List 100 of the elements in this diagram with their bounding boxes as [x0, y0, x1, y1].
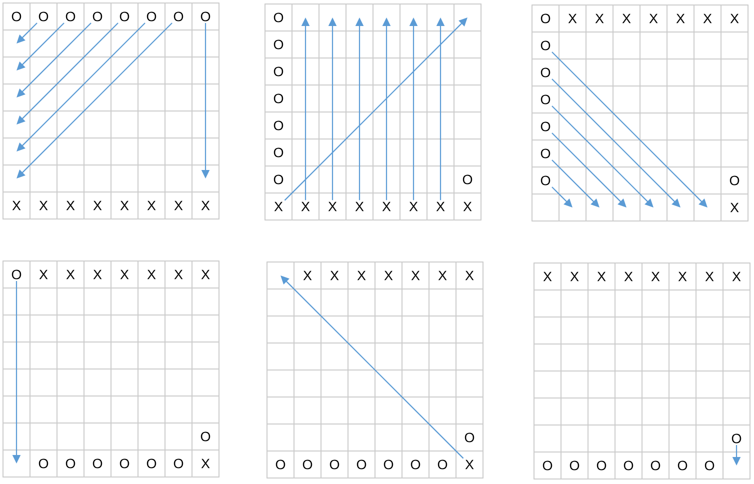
- letter: X: [174, 200, 183, 210]
- letter: O: [704, 460, 714, 470]
- letter: O: [174, 12, 184, 22]
- letter: O: [540, 40, 550, 50]
- arrow: [552, 186, 572, 208]
- arrow: [280, 276, 464, 459]
- letter: O: [274, 66, 284, 76]
- letter: O: [650, 460, 660, 470]
- letter: X: [649, 14, 658, 24]
- letter: X: [303, 270, 312, 280]
- grid-cell: [2, 56, 30, 84]
- letter: X: [201, 200, 210, 210]
- letter: O: [730, 176, 740, 186]
- grid: [264, 4, 482, 220]
- letter: O: [410, 460, 420, 470]
- letter: O: [274, 120, 284, 130]
- grid-cell: [2, 450, 30, 478]
- letter: X: [93, 270, 102, 280]
- letter: O: [38, 12, 48, 22]
- grid-cell: [426, 4, 454, 32]
- letter: X: [382, 202, 391, 212]
- letter: X: [147, 200, 156, 210]
- arrow: [16, 22, 118, 124]
- letter: O: [200, 12, 210, 22]
- letter: O: [596, 460, 606, 470]
- letter: O: [274, 148, 284, 158]
- grid-cell: [192, 164, 220, 192]
- arrow: [552, 160, 600, 208]
- grid-cell: [2, 138, 30, 166]
- letter: X: [201, 458, 210, 468]
- letter: X: [120, 200, 129, 210]
- letter: X: [597, 272, 606, 282]
- letter: O: [540, 68, 550, 78]
- letter: O: [624, 460, 634, 470]
- arrow: [16, 22, 64, 70]
- letter: X: [463, 202, 472, 212]
- letter: O: [302, 460, 312, 470]
- letter: X: [274, 202, 283, 212]
- letter: O: [274, 40, 284, 50]
- letter: X: [676, 14, 685, 24]
- letter: X: [301, 202, 310, 212]
- grid-cell: [558, 194, 586, 222]
- letter: X: [93, 200, 102, 210]
- letter: O: [66, 458, 76, 468]
- letter: X: [595, 14, 604, 24]
- letter: X: [201, 270, 210, 280]
- arrow: [552, 132, 626, 208]
- letter: O: [462, 174, 472, 184]
- letter: X: [409, 202, 418, 212]
- letter: X: [465, 460, 474, 470]
- letter: X: [384, 270, 393, 280]
- letter: O: [570, 460, 580, 470]
- letter: O: [38, 458, 48, 468]
- letter: X: [622, 14, 631, 24]
- letter: O: [540, 176, 550, 186]
- letter: O: [464, 432, 474, 442]
- letter: X: [411, 270, 420, 280]
- grid-cell: [2, 164, 30, 192]
- letter: X: [328, 202, 337, 212]
- grid-cell: [292, 4, 320, 32]
- letter: O: [120, 458, 130, 468]
- grid: [532, 4, 748, 222]
- grid-cell: [266, 262, 294, 290]
- letter: O: [12, 12, 22, 22]
- letter: O: [174, 458, 184, 468]
- letter: O: [276, 460, 286, 470]
- letter: O: [200, 432, 210, 442]
- grid-cell: [454, 4, 482, 32]
- grid-cell: [2, 84, 30, 112]
- letter: O: [146, 12, 156, 22]
- letter: X: [730, 14, 739, 24]
- arrow: [16, 22, 38, 44]
- letter: X: [436, 202, 445, 212]
- letter: O: [356, 460, 366, 470]
- letter: O: [12, 270, 22, 280]
- letter: O: [438, 460, 448, 470]
- arrow: [552, 52, 708, 208]
- letter: X: [543, 272, 552, 282]
- arrow: [16, 22, 92, 98]
- letter: O: [384, 460, 394, 470]
- letter: X: [703, 14, 712, 24]
- letter: X: [678, 272, 687, 282]
- letter: X: [66, 270, 75, 280]
- letter: O: [92, 12, 102, 22]
- letter: X: [12, 200, 21, 210]
- grid: [534, 262, 750, 480]
- letter: X: [568, 14, 577, 24]
- letter: O: [732, 434, 742, 444]
- letter: O: [120, 12, 130, 22]
- letter: O: [540, 122, 550, 132]
- letter: X: [438, 270, 447, 280]
- letter: O: [330, 460, 340, 470]
- letter: X: [39, 200, 48, 210]
- letter: O: [274, 12, 284, 22]
- grid-cell: [318, 4, 346, 32]
- grid-cell: [586, 194, 614, 222]
- grid: [266, 262, 484, 478]
- grid-cell: [666, 194, 695, 222]
- letter: O: [66, 12, 76, 22]
- letter: X: [730, 202, 739, 212]
